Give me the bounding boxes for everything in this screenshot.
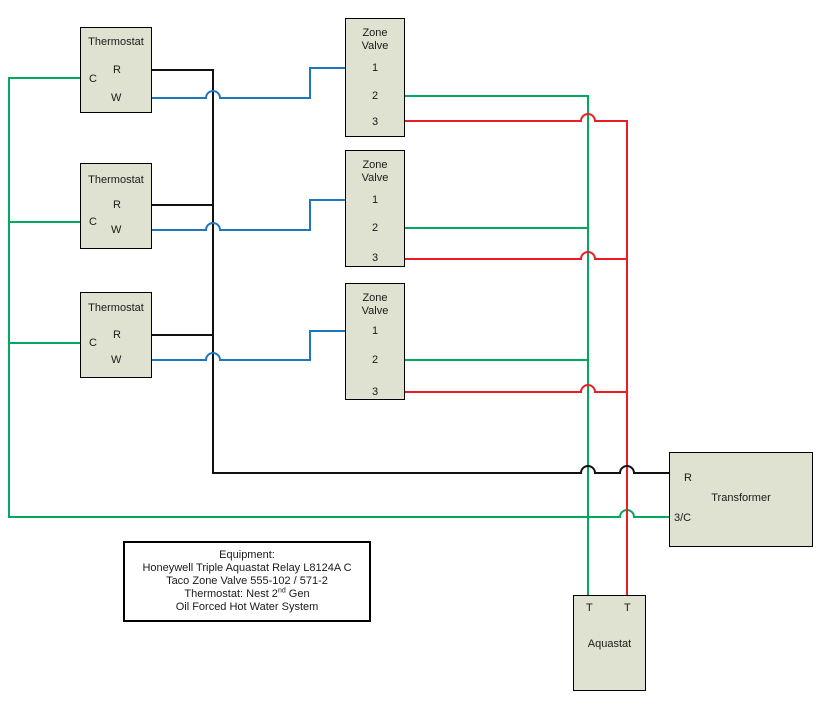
equipment-line-1: Equipment: xyxy=(219,549,275,561)
equipment-line-5: Oil Forced Hot Water System xyxy=(175,601,319,613)
zone-valve-3-terminal-3-label: 3 xyxy=(371,386,379,398)
wire-green-common-bus-to-transformer-3c xyxy=(8,77,669,518)
thermostat-1-terminal-w-label: W xyxy=(111,92,122,104)
thermostat-1-terminal-r-label: R xyxy=(113,64,121,76)
thermostat-2-terminal-w-label: W xyxy=(111,224,122,236)
zone-valve-1-box: Zone Valve 1 2 3 xyxy=(345,18,405,137)
zone-valve-2-terminal-3-label: 3 xyxy=(371,252,379,264)
wire-blue-thermostat3-w-to-zonevalve3 xyxy=(152,330,345,361)
equipment-note: Equipment: Honeywell Triple Aquastat Rel… xyxy=(123,541,371,622)
zone-valve-3-title: Zone Valve xyxy=(361,292,389,317)
aquastat-terminal-t-right-label: T xyxy=(624,602,631,614)
transformer-box: R Transformer 3/C xyxy=(669,452,813,547)
zone-valve-3-box: Zone Valve 1 2 3 xyxy=(345,283,405,400)
zone-valve-1-terminal-3-label: 3 xyxy=(371,116,379,128)
wire-green-zonevalve1-t2-to-aquastat xyxy=(405,95,589,595)
aquastat-title: Aquastat xyxy=(587,638,632,650)
zone-valve-2-box: Zone Valve 1 2 3 xyxy=(345,150,405,267)
zone-valve-2-terminal-2-label: 2 xyxy=(371,222,379,234)
wire-red-zonevalve3-t3 xyxy=(405,384,627,393)
equipment-line-4: Thermostat: Nest 2nd Gen xyxy=(184,587,310,600)
wire-blue-thermostat1-w-to-zonevalve1 xyxy=(152,67,345,99)
zone-valve-1-terminal-1-label: 1 xyxy=(371,62,379,74)
transformer-terminal-r-label: R xyxy=(684,472,692,484)
zone-valve-3-terminal-2-label: 2 xyxy=(371,354,379,366)
thermostat-2-terminal-r-label: R xyxy=(113,199,121,211)
thermostat-1-title: Thermostat xyxy=(88,36,144,48)
thermostat-3-terminal-w-label: W xyxy=(111,354,122,366)
wire-black-r-bus-to-transformer-r xyxy=(152,69,669,474)
zone-valve-1-title: Zone Valve xyxy=(361,27,389,52)
thermostat-2-box: Thermostat R C W xyxy=(80,163,152,249)
zone-valve-1-terminal-2-label: 2 xyxy=(371,90,379,102)
zone-valve-2-terminal-1-label: 1 xyxy=(371,194,379,206)
equipment-line-3: Taco Zone Valve 555-102 / 571-2 xyxy=(166,575,328,587)
thermostat-1-box: Thermostat R C W xyxy=(80,27,152,113)
wire-red-zonevalve1-t3-to-aquastat xyxy=(405,113,628,595)
aquastat-box: T T Aquastat xyxy=(573,595,646,691)
aquastat-terminal-t-left-label: T xyxy=(586,602,593,614)
thermostat-3-title: Thermostat xyxy=(88,302,144,314)
zone-valve-3-terminal-1-label: 1 xyxy=(371,325,379,337)
thermostat-3-terminal-r-label: R xyxy=(113,329,121,341)
thermostat-3-box: Thermostat R C W xyxy=(80,292,152,378)
equipment-line-2: Honeywell Triple Aquastat Relay L8124A C xyxy=(142,562,352,574)
thermostat-1-terminal-c-label: C xyxy=(89,73,97,85)
wire-red-zonevalve2-t3 xyxy=(405,251,627,260)
wire-blue-thermostat2-w-to-zonevalve2 xyxy=(152,199,345,231)
zone-valve-2-title: Zone Valve xyxy=(361,159,389,184)
transformer-title: Transformer xyxy=(711,492,771,504)
thermostat-2-terminal-c-label: C xyxy=(89,216,97,228)
thermostat-2-title: Thermostat xyxy=(88,174,144,186)
transformer-terminal-3c-label: 3/C xyxy=(674,512,692,524)
thermostat-3-terminal-c-label: C xyxy=(89,337,97,349)
